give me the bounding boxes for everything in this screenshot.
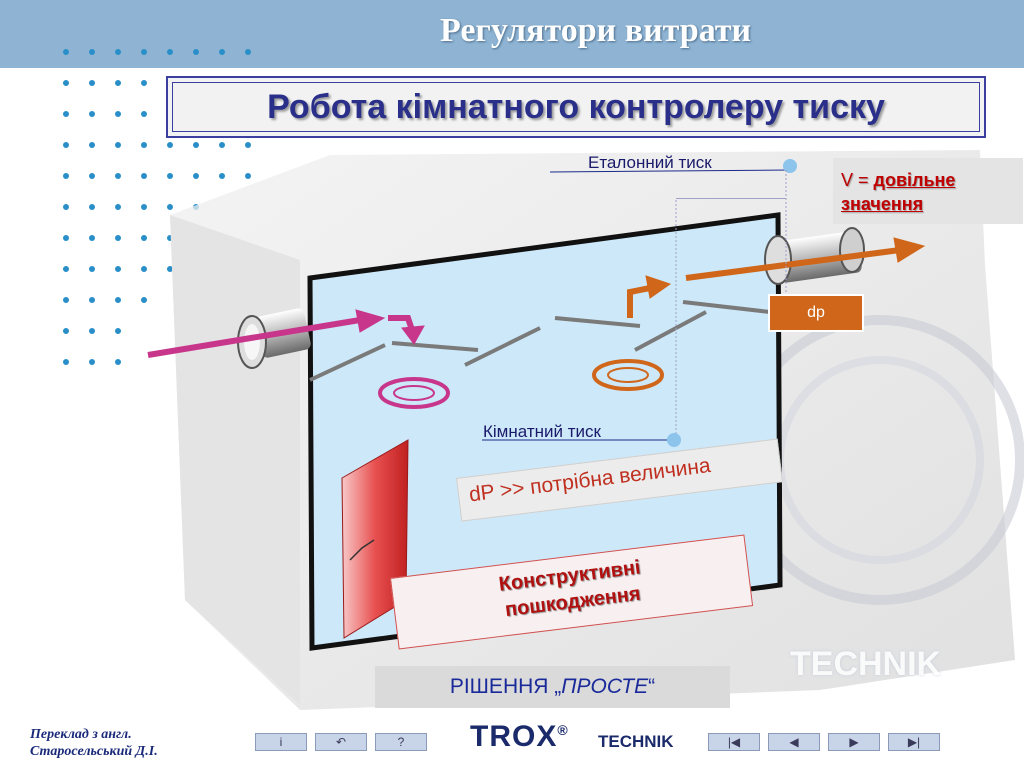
- header-bar: Регулятори витрати: [0, 0, 1024, 68]
- dot: [115, 80, 121, 86]
- solution-prefix: РІШЕННЯ „: [449, 675, 562, 698]
- header-title: Регулятори витрати: [440, 12, 752, 49]
- dot: [115, 328, 121, 334]
- solution-box: РІШЕННЯ „ПРОСТЕ“: [375, 666, 730, 708]
- dot: [219, 142, 225, 148]
- translation-credit: Переклад з англ. Старосельський Д.І.: [30, 726, 158, 760]
- dot: [89, 266, 95, 272]
- back-button[interactable]: ↶: [315, 733, 367, 751]
- dot: [167, 173, 173, 179]
- dot: [245, 142, 251, 148]
- dot: [89, 111, 95, 117]
- info-button[interactable]: i: [255, 733, 307, 751]
- dot: [115, 359, 121, 365]
- dot: [89, 173, 95, 179]
- slide-subtitle: Робота кімнатного контролеру тиску: [267, 88, 885, 126]
- dot: [167, 204, 173, 210]
- next-icon: ▶: [849, 735, 859, 749]
- dot: [89, 204, 95, 210]
- dot: [245, 49, 251, 55]
- dot: [167, 49, 173, 55]
- dot: [245, 173, 251, 179]
- outlet-damper: [764, 227, 865, 285]
- dot: [63, 328, 69, 334]
- dp-badge: dp: [768, 294, 864, 332]
- dot: [167, 266, 173, 272]
- dot: [219, 49, 225, 55]
- reference-pressure-label: Еталонний тиск: [588, 153, 712, 172]
- reference-pressure-line: [549, 159, 797, 440]
- info-icon: i: [279, 735, 283, 749]
- dot: [63, 204, 69, 210]
- subtitle-box: Робота кімнатного контролеру тиску: [166, 76, 986, 138]
- v-value-line1: довільне: [873, 170, 956, 190]
- dot: [63, 359, 69, 365]
- dot: [115, 266, 121, 272]
- dot: [141, 111, 147, 117]
- undo-icon: ↶: [335, 735, 347, 749]
- dot: [63, 142, 69, 148]
- dot: [167, 142, 173, 148]
- dot: [193, 142, 199, 148]
- dot: [141, 235, 147, 241]
- dot: [141, 80, 147, 86]
- dot: [63, 111, 69, 117]
- dot: [89, 80, 95, 86]
- dot: [115, 235, 121, 241]
- next-slide-button[interactable]: ▶: [828, 733, 880, 751]
- room-area: [307, 212, 783, 651]
- dot: [219, 173, 225, 179]
- dot: [89, 328, 95, 334]
- dot: [141, 204, 147, 210]
- dot: [89, 297, 95, 303]
- last-slide-button[interactable]: ▶|: [888, 733, 940, 751]
- dot: [193, 173, 199, 179]
- dot: [141, 173, 147, 179]
- dot: [115, 204, 121, 210]
- credit-line1: Переклад з англ.: [30, 727, 132, 742]
- dot: [63, 49, 69, 55]
- technik-logo: TECHNIK: [598, 732, 674, 751]
- dot: [63, 235, 69, 241]
- help-icon: ?: [397, 735, 405, 749]
- dot: [63, 266, 69, 272]
- solution-emph: ПРОСТЕ: [561, 675, 649, 698]
- dot: [141, 297, 147, 303]
- dot: [63, 80, 69, 86]
- prev-slide-button[interactable]: ◀: [768, 733, 820, 751]
- room-pressure-label: Кімнатний тиск: [483, 422, 601, 441]
- diffuser-left: [378, 377, 450, 409]
- dot: [115, 49, 121, 55]
- dot: [115, 142, 121, 148]
- dot: [89, 359, 95, 365]
- room-pressure-line: [482, 433, 681, 447]
- v-value-line2: значення: [841, 194, 924, 214]
- prev-icon: ◀: [789, 735, 799, 749]
- dot: [193, 49, 199, 55]
- dot: [89, 235, 95, 241]
- dot: [89, 142, 95, 148]
- dot: [63, 173, 69, 179]
- dot: [89, 49, 95, 55]
- dot: [141, 49, 147, 55]
- dot: [141, 142, 147, 148]
- dot: [115, 173, 121, 179]
- dot: [63, 297, 69, 303]
- first-icon: |◀: [727, 735, 741, 749]
- solution-suffix: “: [648, 675, 656, 698]
- first-slide-button[interactable]: |◀: [708, 733, 760, 751]
- last-icon: ▶|: [907, 735, 921, 749]
- dot: [141, 266, 147, 272]
- help-button[interactable]: ?: [375, 733, 427, 751]
- background-technik-logo: TECHNIK: [790, 645, 942, 683]
- v-prefix: V =: [841, 170, 874, 190]
- volume-flow-box: V = довільне значення: [833, 158, 1023, 224]
- credit-line2: Старосельський Д.І.: [30, 744, 158, 759]
- dot: [115, 297, 121, 303]
- diffuser-right: [592, 359, 664, 391]
- trox-logo: TROX®: [470, 720, 569, 753]
- dot: [115, 111, 121, 117]
